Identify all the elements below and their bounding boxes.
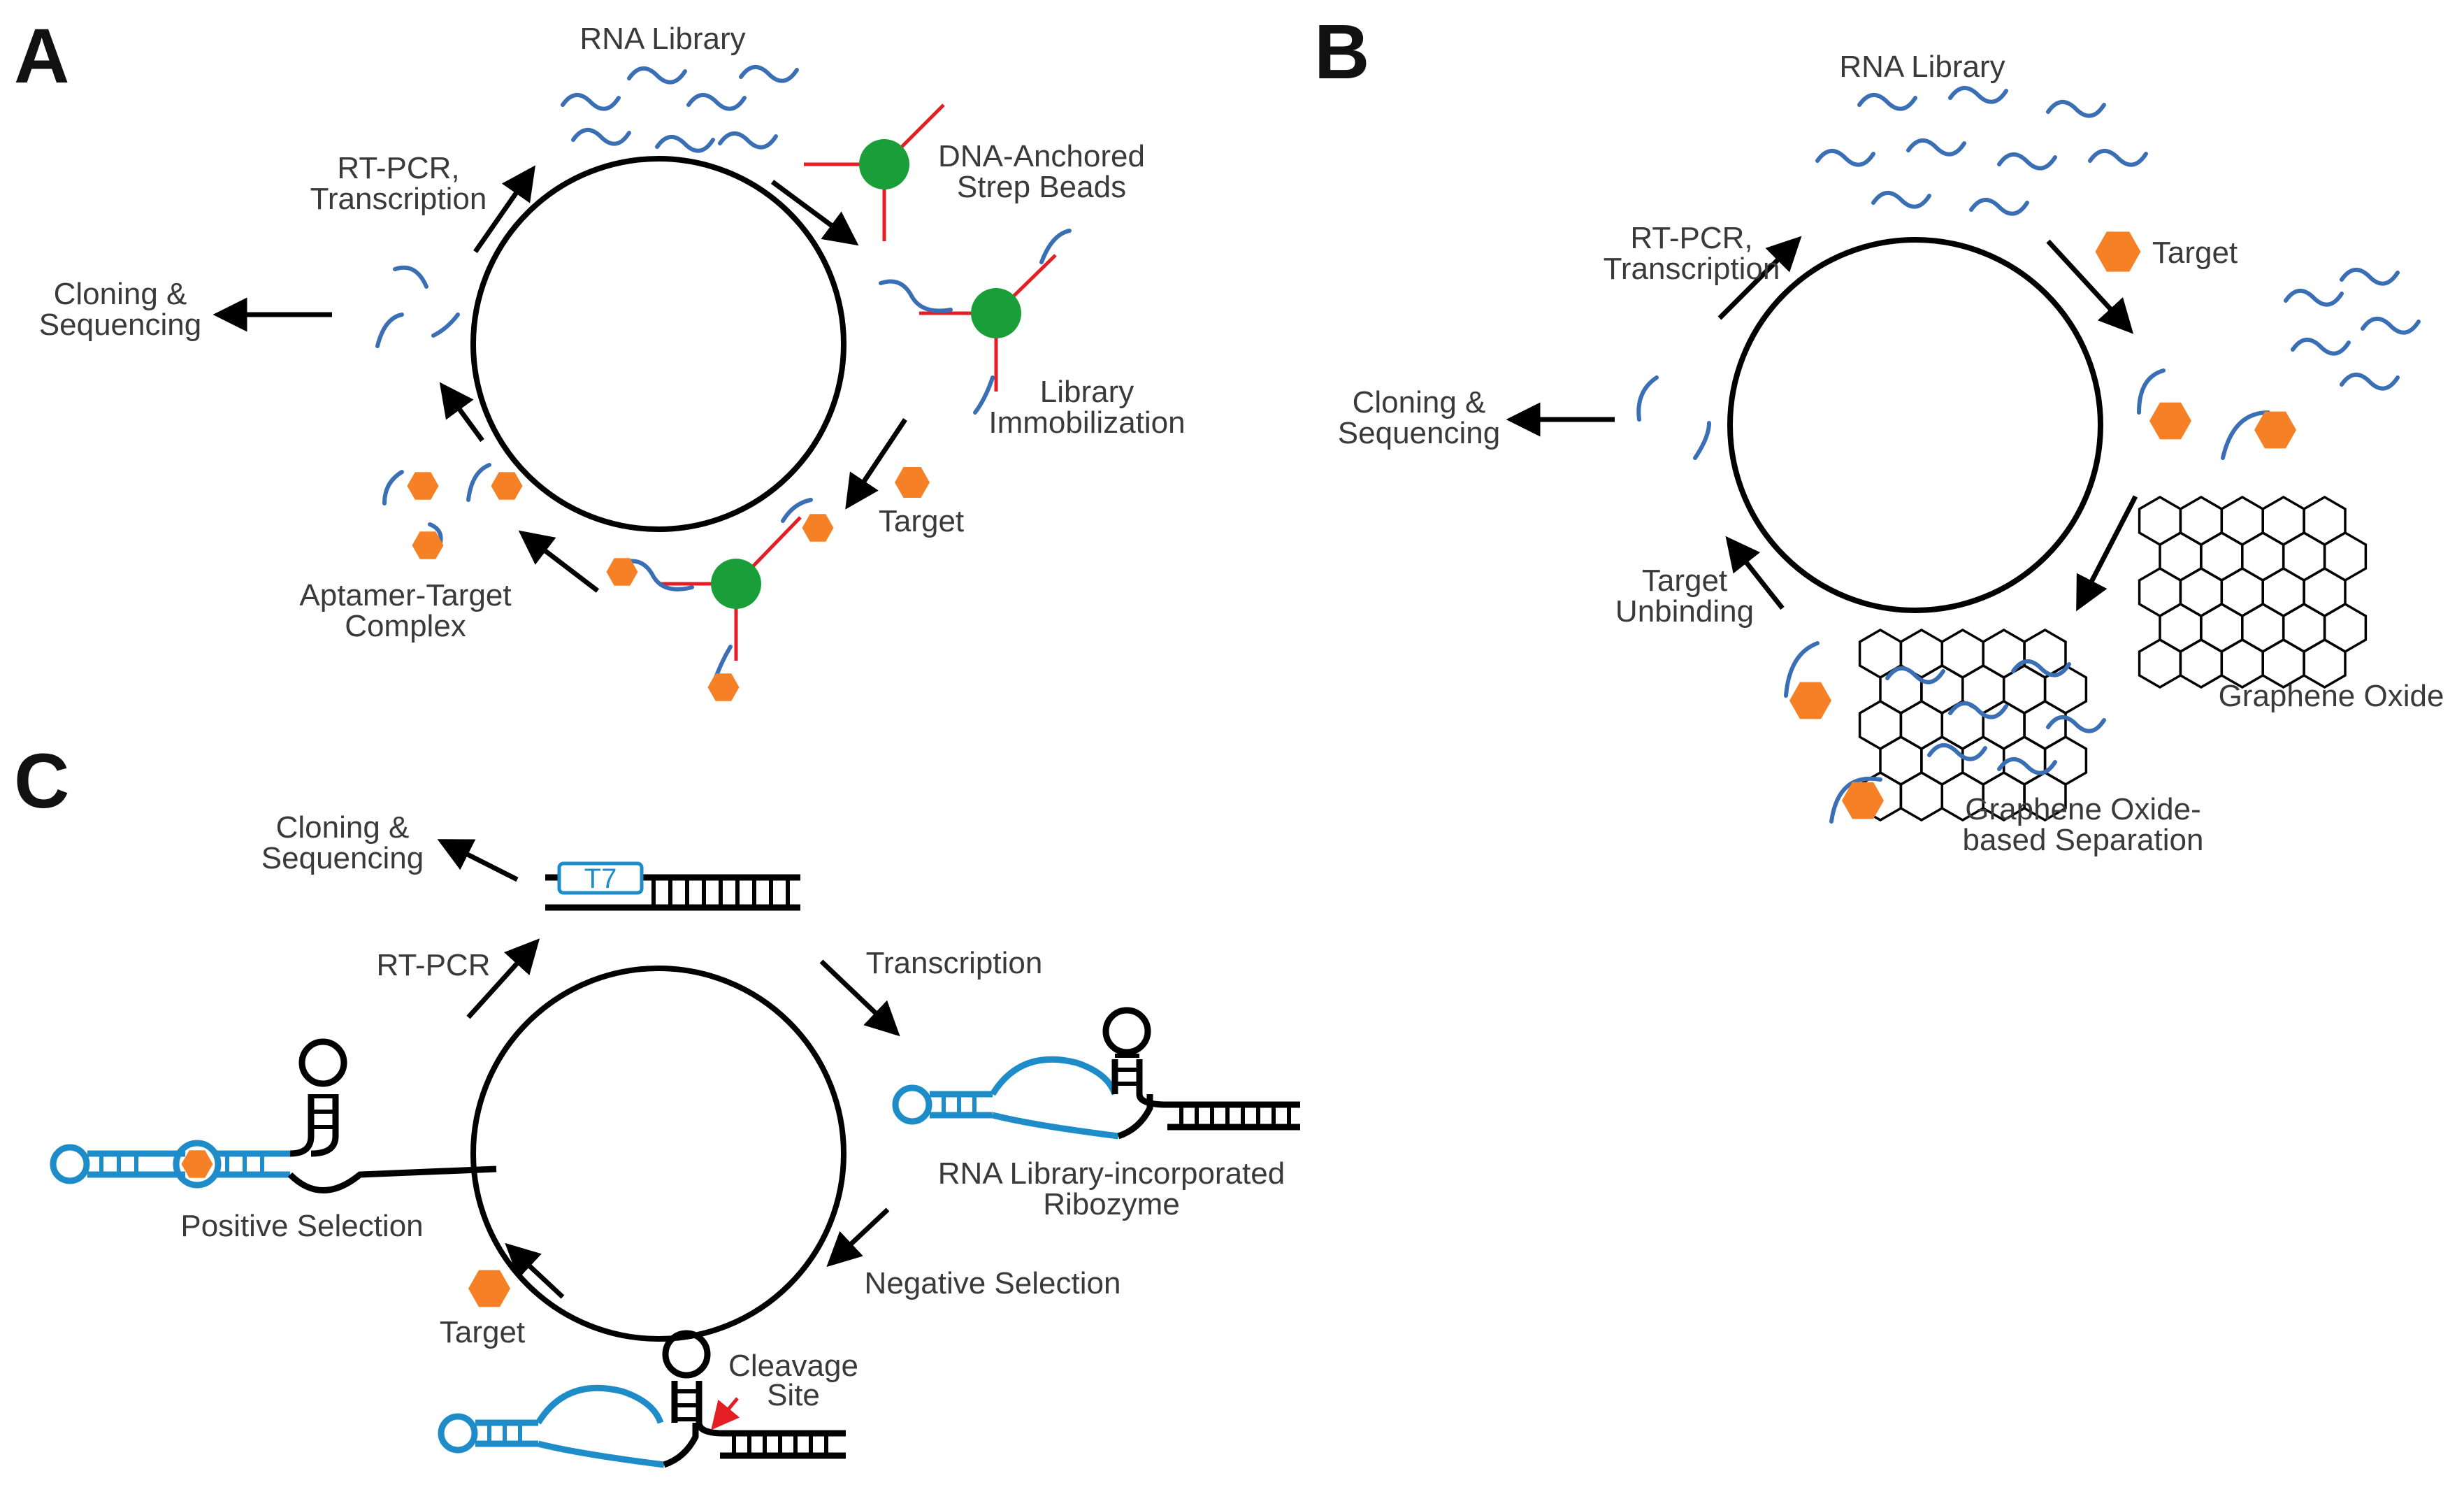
- panel-c: C T7 Cloning & Sequencing RT-PCR Transcr…: [14, 738, 1300, 1468]
- panel-a-target-label: Target: [879, 504, 964, 538]
- panel-a-arrow-to-beads: [770, 180, 859, 246]
- panel-a-target-hexagon: [895, 467, 930, 498]
- panel-a-beads-label-1: DNA-Anchored: [938, 139, 1145, 173]
- panel-a-immobilization-label-1: Library: [1040, 375, 1134, 409]
- panel-c-target-label: Target: [440, 1315, 525, 1349]
- panel-c-positive-label: Positive Selection: [180, 1209, 423, 1243]
- panel-c-t7-label: T7: [584, 863, 617, 894]
- panel-b-unbinding-label-2: Unbinding: [1615, 594, 1754, 629]
- panel-c-arrow-negative: [826, 1207, 890, 1268]
- panel-b-label: B: [1314, 9, 1369, 95]
- panel-c-t7-promoter-box: [557, 861, 644, 895]
- panel-b-unbinding-label-1: Target: [1642, 564, 1727, 598]
- panel-b-unbound-strands: [2284, 268, 2421, 391]
- panel-b: B RNA Library Target: [1314, 9, 2444, 857]
- panel-c-ribozyme-label-1: RNA Library-incorporated: [938, 1156, 1285, 1191]
- panel-c-t7-duplex: T7: [545, 861, 800, 911]
- panel-a-label: A: [14, 13, 69, 99]
- panel-c-cleaved-ribozyme: [438, 1330, 846, 1468]
- panel-a-complex-label-1: Aptamer-Target: [299, 578, 511, 612]
- panel-c-arrow-rtpcr: [466, 938, 540, 1019]
- panel-c-cloning-label-1: Cloning &: [276, 810, 410, 845]
- panel-c-cleavage-label-2: Site: [767, 1378, 820, 1412]
- panel-a-strep-bead-top: [804, 103, 945, 241]
- panel-b-eluted-strands: [1636, 375, 1711, 460]
- panel-a-cloning-label-1: Cloning &: [54, 277, 187, 311]
- panel-a-arrow-to-complex: [518, 530, 600, 593]
- graphene-hexagon-cell: [1899, 770, 1944, 822]
- panel-c-negative-label: Negative Selection: [865, 1266, 1121, 1300]
- panel-a-rna-library-label: RNA Library: [579, 22, 745, 56]
- panel-c-cloning-label-2: Sequencing: [261, 841, 424, 875]
- panel-c-arrow-transcription: [819, 959, 900, 1037]
- panel-b-rtpcr-label-1: RT-PCR,: [1630, 221, 1752, 255]
- panel-b-graphene-oxide-sheet: [2138, 495, 2368, 689]
- panel-c-label: C: [14, 738, 69, 824]
- panel-a-rtpcr-label-1: RT-PCR,: [337, 151, 459, 185]
- panel-c-ribozyme-library: [892, 1007, 1300, 1140]
- panel-c-cleavage-label-1: Cleavage: [728, 1349, 858, 1383]
- panel-a-eluted-strands: [375, 265, 460, 348]
- panel-b-separation-label-1: Graphene Oxide-: [1965, 792, 2201, 826]
- panel-a-arrow-to-library: [473, 165, 535, 253]
- panel-b-target-label: Target: [2152, 236, 2238, 270]
- panel-a-arrow-to-pcr: [439, 382, 484, 443]
- panel-a-beads-label-2: Strep Beads: [957, 170, 1126, 204]
- panel-b-arrow-to-graphene: [2076, 495, 2138, 612]
- panel-c-positive-selection-construct: [50, 1038, 497, 1193]
- panel-a-cycle-circle: [470, 156, 846, 532]
- graphene-hexagon-cell: [2303, 638, 2347, 689]
- panel-b-cycle-circle: [1727, 237, 2103, 613]
- graphene-hexagon-cell: [2138, 638, 2182, 689]
- panel-b-separation-label-2: based Separation: [1963, 823, 2204, 857]
- panel-a-immobilization-label-2: Immobilization: [988, 406, 1185, 440]
- panel-b-bound-complexes: [2137, 368, 2296, 460]
- panel-b-target-hexagon: [2095, 231, 2141, 272]
- panel-c-ribozyme-label-2: Ribozyme: [1043, 1187, 1180, 1221]
- panel-c-cleavage-site-marker: [711, 1397, 740, 1430]
- panel-a-strep-bead-immobilized: [879, 229, 1072, 415]
- panel-b-adsorbed-strands: [1885, 659, 2106, 775]
- panel-c-arrow-to-cloning: [437, 839, 519, 882]
- panel-c-cycle-circle: [470, 966, 846, 1342]
- panel-b-graphene-oxide-label: Graphene Oxide: [2219, 679, 2444, 713]
- panel-c-arrow-positive: [505, 1242, 565, 1299]
- panel-c-rtpcr-label: RT-PCR: [377, 948, 491, 982]
- panel-a: A RNA Library DNA-Anchored Strep Beads: [14, 13, 1186, 701]
- panel-b-rna-library-label: RNA Library: [1839, 50, 2005, 84]
- panel-b-arrow-unbinding: [1725, 536, 1785, 610]
- graphene-hexagon-cell: [2179, 638, 2224, 689]
- panel-a-cloning-label-2: Sequencing: [39, 308, 201, 342]
- panel-a-arrow-to-target: [845, 418, 907, 510]
- panel-a-rtpcr-label-2: Transcription: [310, 182, 487, 216]
- panel-b-arrow-to-target: [2046, 239, 2134, 334]
- panel-c-transcription-label: Transcription: [866, 946, 1043, 980]
- panel-b-released-complexes: [1784, 641, 1884, 824]
- panel-b-cloning-label-1: Cloning &: [1353, 385, 1486, 419]
- panel-c-target-hexagon: [468, 1270, 510, 1307]
- panel-b-rtpcr-label-2: Transcription: [1604, 252, 1780, 286]
- panel-a-aptamer-target-complexes: [382, 463, 523, 559]
- panel-b-rna-library-strands: [1815, 86, 2148, 216]
- panel-a-complex-label-2: Complex: [345, 609, 466, 643]
- panel-b-cloning-label-2: Sequencing: [1338, 416, 1500, 450]
- panel-b-arrow-to-library: [1717, 236, 1802, 320]
- panel-a-rna-library-strands: [561, 65, 799, 153]
- panel-a-strep-bead-bound: [606, 498, 834, 701]
